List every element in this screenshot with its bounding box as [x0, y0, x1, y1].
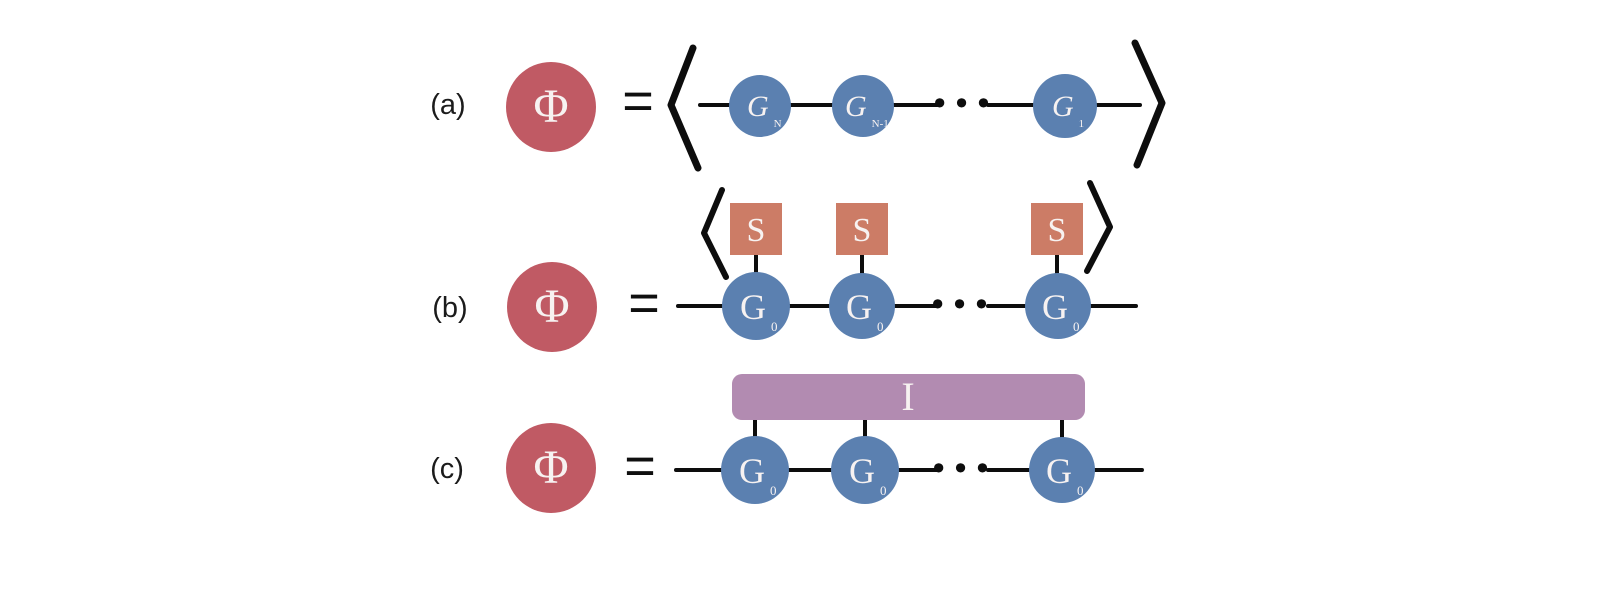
phi-symbol: Φ	[533, 441, 568, 494]
right-angle-bracket	[1131, 39, 1166, 169]
row-label: (a)	[430, 89, 465, 121]
gate-node	[1033, 74, 1097, 138]
s-block-label: S	[747, 212, 766, 249]
s-block	[836, 203, 888, 255]
gate-node	[1025, 273, 1091, 339]
gate-label: G 0	[1042, 287, 1080, 334]
row-c: (c) Φ = ••• I G 0 G 0 G 0	[430, 374, 1144, 513]
s-block	[1031, 203, 1083, 255]
gate-label: G 0	[849, 451, 887, 498]
gate-node	[832, 75, 894, 137]
gate-label: G N-1	[845, 90, 889, 130]
gate-node	[831, 436, 899, 504]
gate-node	[829, 273, 895, 339]
ellipsis-dots: •••	[928, 286, 994, 324]
s-block	[730, 203, 782, 255]
left-angle-bracket	[701, 187, 729, 280]
gate-node	[721, 436, 789, 504]
gate-label: G 1	[1052, 90, 1084, 130]
ellipsis-dots: •••	[930, 85, 996, 123]
ellipsis-dots: •••	[929, 450, 995, 488]
gate-label: G 0	[1046, 451, 1084, 498]
equals-sign: =	[624, 436, 656, 496]
phi-node	[506, 423, 596, 513]
s-block-label: S	[1048, 212, 1067, 249]
gate-node	[1029, 437, 1095, 503]
gate-label: G 0	[740, 287, 778, 334]
row-label: (b)	[432, 292, 467, 324]
gate-label: G 0	[846, 287, 884, 334]
row-b: (b) Φ = ••• S S S G 0 G 0 G 0	[432, 180, 1138, 352]
i-block	[732, 374, 1085, 420]
i-block-label: I	[901, 374, 914, 419]
gate-node	[729, 75, 791, 137]
equals-sign: =	[622, 71, 654, 131]
gate-node	[722, 272, 790, 340]
right-angle-bracket	[1084, 180, 1113, 274]
phi-node	[507, 262, 597, 352]
phi-symbol: Φ	[533, 80, 568, 133]
phi-node	[506, 62, 596, 152]
gate-label: G N	[747, 90, 782, 130]
left-angle-bracket	[667, 44, 702, 172]
phi-symbol: Φ	[534, 280, 569, 333]
row-label: (c)	[430, 453, 464, 485]
equals-sign: =	[628, 273, 660, 333]
row-a: (a) Φ = ••• G N G N-1 G 1	[430, 39, 1166, 172]
s-block-label: S	[853, 212, 872, 249]
gate-label: G 0	[739, 451, 777, 498]
